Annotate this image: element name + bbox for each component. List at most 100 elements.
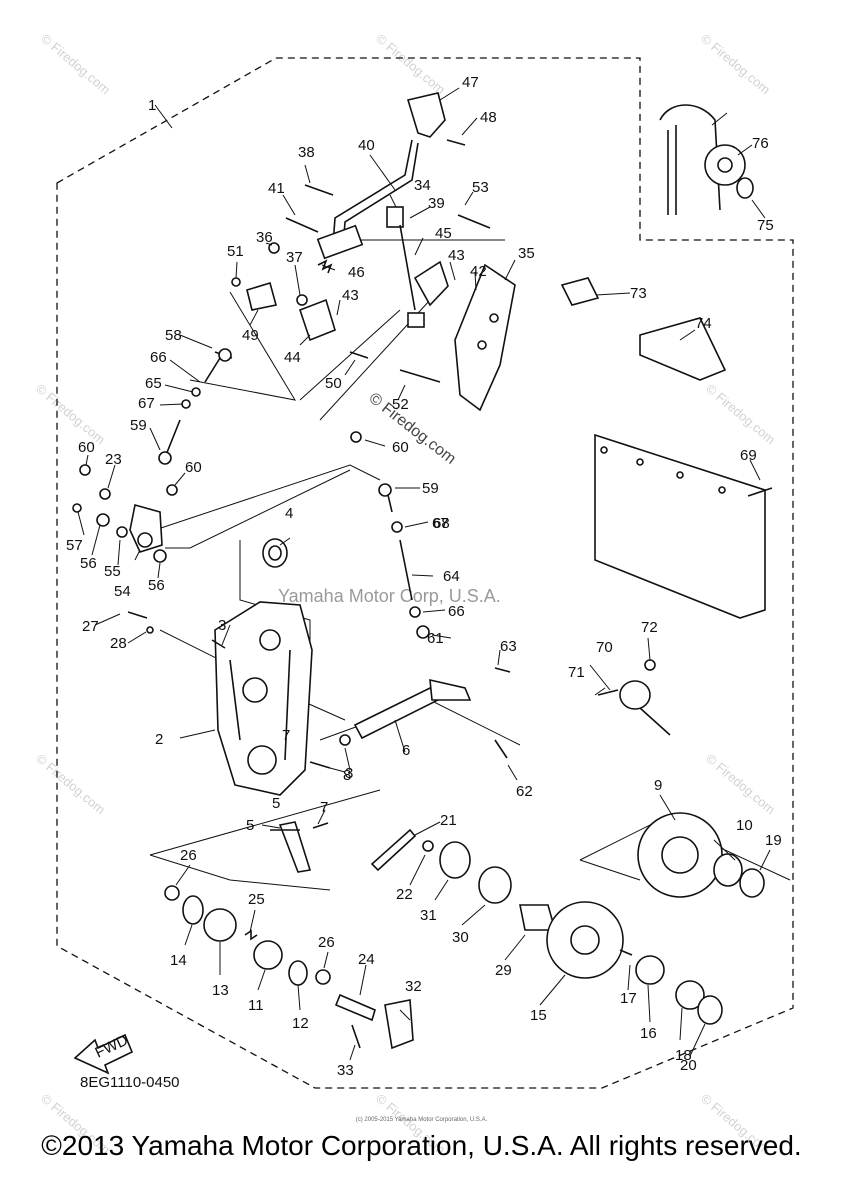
leader-line (497, 649, 501, 666)
guide-line (189, 291, 297, 401)
bolt (370, 828, 417, 872)
leader-line (249, 309, 259, 326)
callout-number: 12 (292, 1015, 309, 1032)
spring (317, 259, 333, 274)
callout-number: 60 (185, 459, 202, 476)
callout-number: 58 (165, 327, 182, 344)
callout-number: 71 (568, 664, 585, 681)
hub-nut (635, 955, 665, 985)
callout-number: 66 (150, 349, 167, 366)
callout-number: 45 (435, 225, 452, 242)
guide-line (579, 859, 641, 881)
leader-line (235, 261, 238, 279)
callout-number: 29 (495, 962, 512, 979)
callout-number: 8 (343, 767, 351, 784)
leader-line (594, 687, 606, 696)
leader-line (647, 637, 651, 661)
outer-dashed-boundary (56, 57, 794, 1089)
leader-line (154, 104, 173, 129)
gear-train (164, 812, 765, 1050)
leader-line (107, 464, 116, 489)
small-copyright: (c) 2005-2015 Yamaha Motor Corporation, … (355, 1117, 488, 1123)
nut (350, 431, 362, 443)
leader-line (589, 664, 611, 691)
leader-line (414, 821, 441, 836)
rod (165, 419, 181, 456)
bushing (439, 841, 471, 879)
leader-line (282, 194, 296, 216)
leader-line (179, 729, 216, 739)
sensor-lead (639, 707, 671, 736)
decal (560, 277, 600, 306)
callout-number: 59 (422, 480, 439, 497)
callout-number: 26 (180, 847, 197, 864)
callout-number: 6 (402, 742, 410, 759)
washer (697, 995, 723, 1025)
callout-number: 25 (248, 891, 265, 908)
leader-line (249, 909, 256, 933)
leader-line (149, 427, 161, 451)
bolt (127, 611, 148, 619)
bolt (457, 214, 491, 229)
bushing (407, 312, 425, 328)
callout-number: 51 (227, 243, 244, 260)
leader-line (399, 1009, 411, 1021)
callout-number: 31 (420, 907, 437, 924)
callout-number: 75 (757, 217, 774, 234)
callout-number: 70 (596, 639, 613, 656)
leader-line (679, 329, 696, 341)
oil-seal (262, 538, 288, 568)
chaincase-cover (127, 538, 472, 873)
leader-line (679, 1007, 683, 1041)
callout-number: 72 (641, 619, 658, 636)
leader-line (394, 719, 406, 753)
callout-number: 35 (518, 245, 535, 262)
flap-hole (718, 486, 726, 494)
leader-line (713, 839, 736, 861)
spring (244, 929, 258, 941)
leader-line (461, 117, 478, 136)
sprocket (704, 144, 746, 186)
collar (739, 868, 765, 898)
nut (409, 606, 421, 618)
gear (253, 940, 283, 970)
shift-rod (399, 539, 413, 601)
nut (231, 277, 241, 287)
bolt (494, 739, 508, 759)
bearing (182, 895, 204, 925)
washer (116, 526, 128, 538)
nut (296, 294, 308, 306)
callout-number: 37 (286, 249, 303, 266)
callout-number: 21 (440, 812, 457, 829)
sensor-assembly (597, 659, 671, 736)
label-plate (639, 317, 727, 381)
flap-rivet (747, 487, 773, 497)
leader-line (461, 904, 486, 926)
shift-arm (413, 260, 449, 307)
callout-number: 17 (620, 990, 637, 1007)
flap-hole (676, 471, 684, 479)
callout-number: 34 (414, 177, 431, 194)
leader-line (404, 521, 429, 528)
watermark-corner: © Firedog.com (698, 31, 773, 97)
callout-number: 67 (432, 515, 449, 532)
callout-number: 48 (480, 109, 497, 126)
leader-line (539, 974, 566, 1006)
assembly-boundary (56, 57, 794, 1089)
callout-number: 52 (392, 396, 409, 413)
rod-linkage-left (72, 348, 233, 563)
callout-number: 3 (218, 617, 226, 634)
watermark-corner: © Firedog.com (33, 381, 108, 447)
ball-joint (416, 625, 430, 639)
leader-line (464, 191, 474, 206)
leader-line (364, 439, 386, 447)
leader-line (91, 524, 101, 556)
callout-number: 50 (325, 375, 342, 392)
leader-line (174, 472, 186, 486)
rod-linkage-center (378, 483, 511, 759)
nut (191, 387, 201, 397)
ball-joint (218, 348, 232, 362)
callout-number: 10 (736, 817, 753, 834)
washer (96, 513, 110, 527)
